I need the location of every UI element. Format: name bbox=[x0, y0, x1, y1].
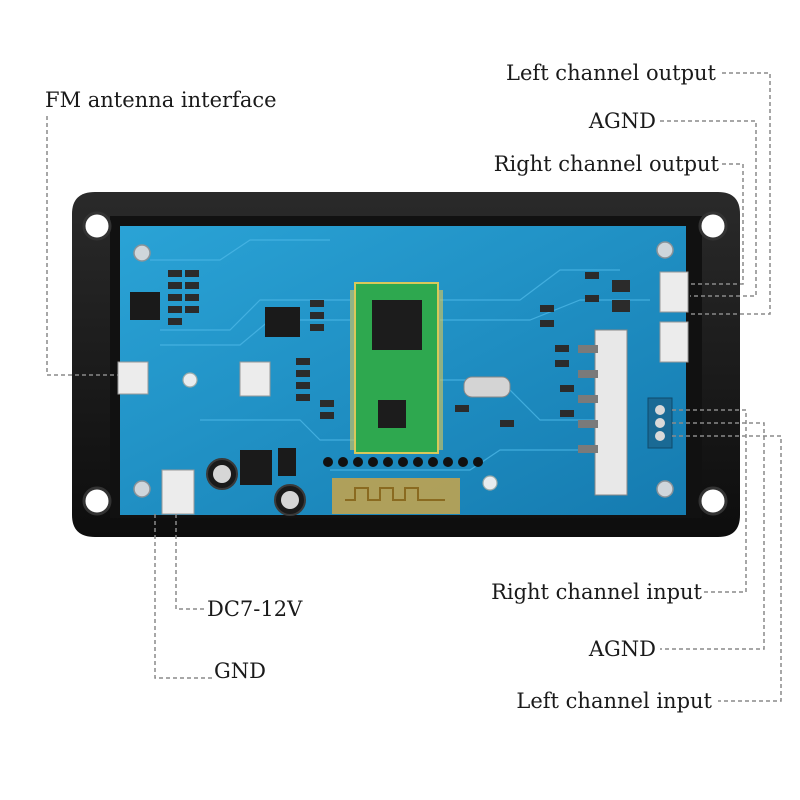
label-gnd: GND bbox=[214, 659, 266, 683]
leader-fm-antenna bbox=[46, 116, 118, 376]
label-left-output: Left channel output bbox=[506, 61, 717, 85]
connector bbox=[659, 321, 689, 363]
ic-chip bbox=[130, 292, 160, 320]
pcb-antenna bbox=[332, 478, 460, 514]
label-dc-input: DC7-12V bbox=[207, 597, 303, 621]
mount-hole-bottom-left bbox=[82, 486, 112, 516]
screw bbox=[656, 241, 674, 259]
ic-chip bbox=[278, 448, 296, 476]
label-left-input: Left channel input bbox=[516, 689, 712, 713]
fm-antenna-connector bbox=[117, 361, 149, 395]
leader-gnd bbox=[154, 514, 212, 679]
connector bbox=[239, 361, 271, 397]
pcb bbox=[117, 226, 689, 516]
bluetooth-module bbox=[350, 282, 443, 454]
label-right-input: Right channel input bbox=[491, 580, 702, 604]
screw bbox=[133, 244, 151, 262]
bt-main-chip bbox=[372, 300, 422, 350]
leader-dc bbox=[175, 514, 205, 610]
leader-right-output bbox=[690, 163, 744, 285]
leader-left-output bbox=[690, 72, 771, 315]
leader-agnd-top bbox=[660, 120, 757, 297]
leader-left-input bbox=[672, 435, 782, 702]
leader-agnd-bottom bbox=[660, 422, 765, 650]
ic-chip bbox=[240, 450, 272, 485]
mount-hole-top-left bbox=[82, 211, 112, 241]
leader-right-input bbox=[672, 409, 747, 593]
display-connector bbox=[594, 329, 628, 496]
bt-flash-chip bbox=[378, 400, 406, 428]
output-connector bbox=[659, 271, 689, 313]
label-agnd-top: AGND bbox=[588, 109, 656, 133]
mount-hole-top-right bbox=[698, 211, 728, 241]
screw bbox=[656, 480, 674, 498]
ic-chip bbox=[265, 307, 300, 337]
label-right-output: Right channel output bbox=[494, 152, 720, 176]
crystal bbox=[463, 376, 511, 398]
label-agnd-bottom: AGND bbox=[588, 637, 656, 661]
label-fm-antenna: FM antenna interface bbox=[45, 88, 277, 112]
mount-hole-bottom-right bbox=[698, 486, 728, 516]
leader-lines bbox=[46, 72, 782, 702]
screw bbox=[133, 480, 151, 498]
power-connector bbox=[161, 469, 195, 515]
